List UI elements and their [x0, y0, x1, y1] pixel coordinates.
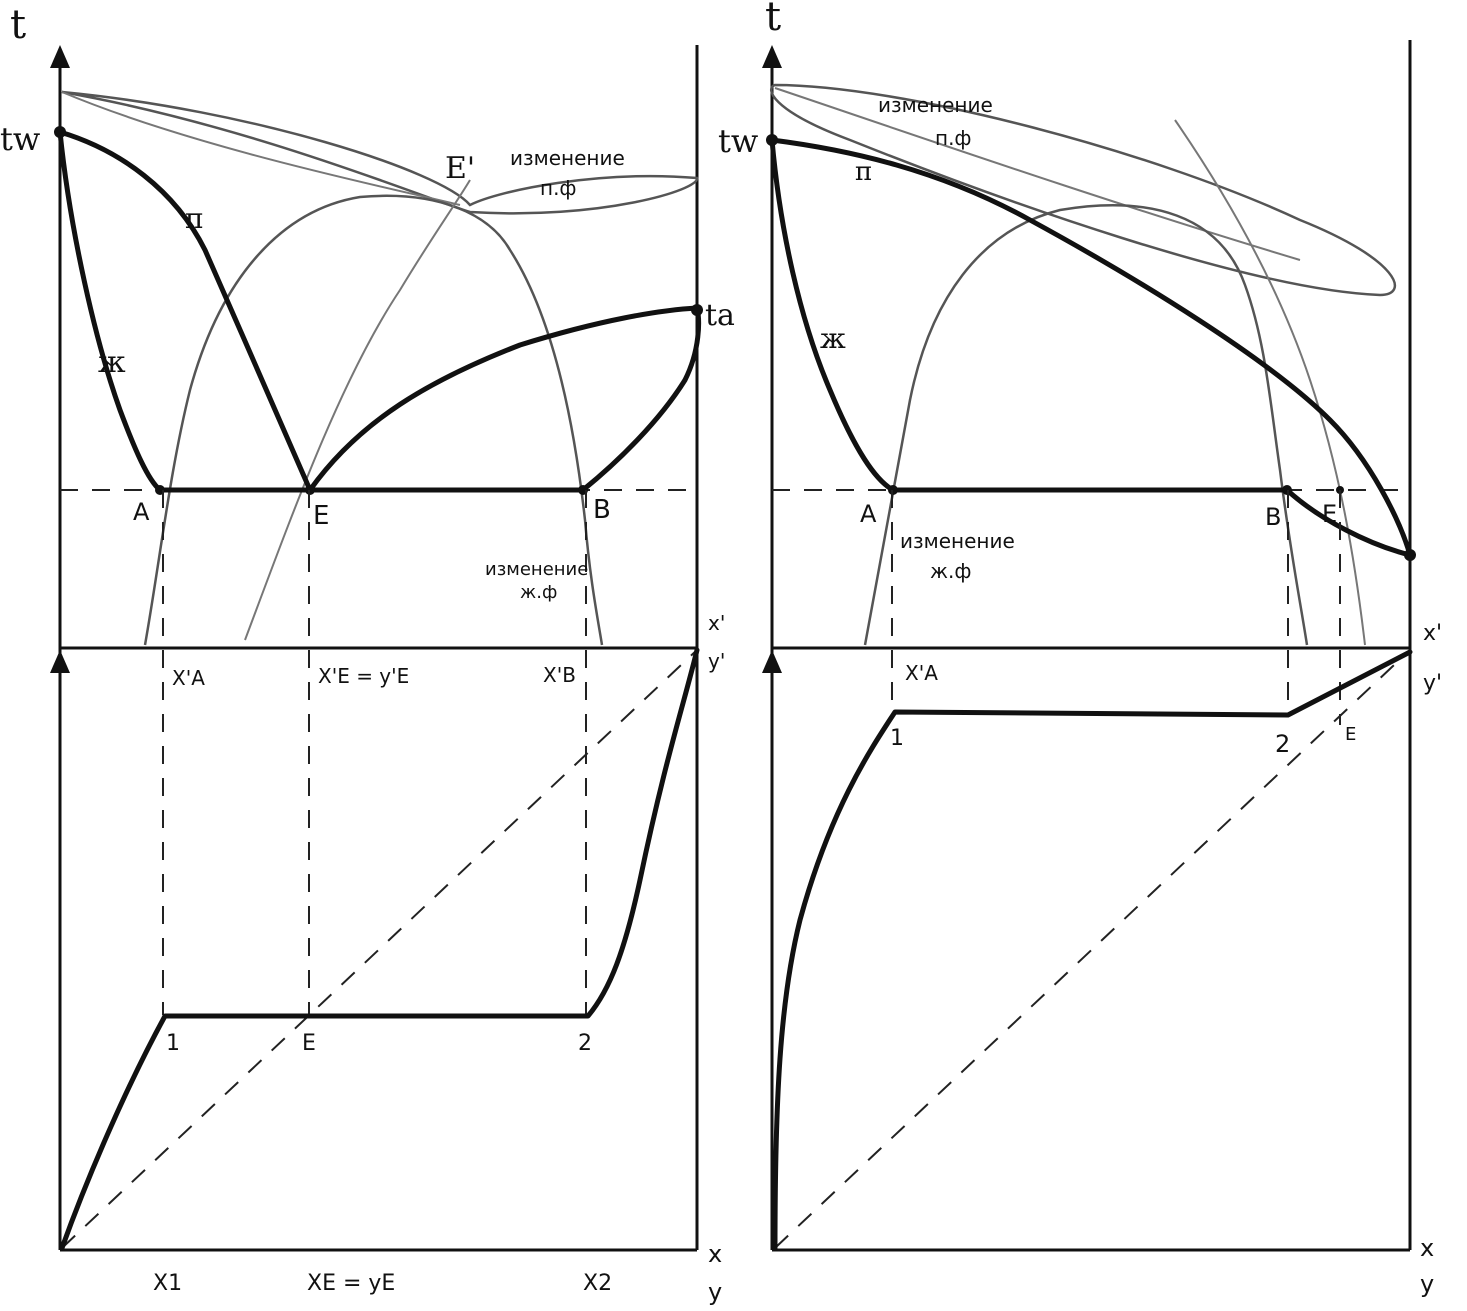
- right-t-arrow-icon: [762, 45, 782, 68]
- right-E-label: E: [1322, 500, 1337, 528]
- left-E-prime-label: E': [445, 151, 475, 186]
- right-A-label: A: [860, 500, 877, 528]
- left-vapor-ellipse: [61, 90, 699, 215]
- left-2-label: 2: [578, 1031, 592, 1056]
- right-zh-label: ж: [820, 322, 846, 355]
- left-change-zf-1: изменение: [485, 559, 588, 580]
- left-1-label: 1: [166, 1031, 180, 1056]
- right-liquid-curve: [769, 137, 896, 493]
- left-equilibrium-curve: [59, 647, 700, 1251]
- right-x-axis-label: x: [1420, 1234, 1434, 1262]
- left-change-zf-2: ж.ф: [520, 582, 557, 603]
- right-vapor-line: [774, 87, 1301, 261]
- left-t-arrow-icon: [50, 45, 70, 68]
- left-xA-label: X'A: [172, 666, 205, 690]
- right-y-arrow-icon: [762, 650, 782, 673]
- left-x1-label: x': [708, 611, 725, 635]
- right-E-line: [1174, 119, 1366, 646]
- right-x1-label: x': [1423, 621, 1442, 646]
- left-x-axis-label: x: [708, 1240, 722, 1268]
- right-binodal-dome: [863, 204, 1309, 646]
- left-vapor-curve: [57, 129, 313, 493]
- left-ta-label: ta: [705, 298, 735, 333]
- left-liquid-curve: [57, 129, 163, 493]
- right-tw-point: [766, 134, 778, 146]
- right-B-curve: [1284, 487, 1413, 558]
- right-E-low-label: E: [1345, 724, 1356, 745]
- right-diagram: t tw ж п изменение п.ф изменение ж.ф A B…: [718, 0, 1442, 1298]
- left-E-ta-curve: [307, 305, 700, 493]
- left-E-prime-line: [244, 179, 471, 641]
- right-change-zf-2: ж.ф: [930, 559, 971, 583]
- left-binodal-dome: [143, 194, 604, 646]
- left-xE-bottom-label: XE = yE: [307, 1271, 395, 1296]
- left-B-label: B: [593, 495, 611, 525]
- left-B-ta-curve: [580, 305, 702, 493]
- left-xE-label: X'E = y'E: [318, 664, 409, 688]
- right-change-pf-2: п.ф: [935, 126, 972, 150]
- right-2-label: 2: [1275, 730, 1290, 758]
- right-B-label: B: [1265, 503, 1281, 531]
- left-diagram: t tw ta ж п E' изменение п.ф изменение ж…: [0, 2, 735, 1306]
- left-vapor-line: [61, 91, 461, 206]
- left-xB-label: X'B: [543, 663, 576, 687]
- right-change-pf-1: изменение: [878, 93, 993, 117]
- right-1-label: 1: [890, 726, 904, 751]
- left-diagonal: [61, 649, 698, 1249]
- right-y-axis-label: y: [1420, 1270, 1434, 1298]
- right-equilibrium-curve: [772, 649, 1413, 1251]
- right-xA-label: X'A: [905, 661, 938, 685]
- right-tw-label: tw: [718, 122, 758, 160]
- left-change-pf-2: п.ф: [540, 176, 577, 200]
- right-p-label: п: [855, 157, 872, 187]
- left-t-label: t: [10, 2, 26, 48]
- left-x2-bottom-label: X2: [583, 1271, 612, 1296]
- left-y-arrow-icon: [50, 650, 70, 673]
- right-end-point: [1404, 549, 1416, 561]
- left-y1-label: y': [708, 649, 725, 673]
- right-t-label: t: [765, 0, 781, 40]
- left-A-label: A: [133, 498, 150, 526]
- right-y1-label: y': [1423, 671, 1442, 696]
- right-vapor-ellipse: [770, 83, 1397, 297]
- left-y-axis-label: y: [708, 1278, 722, 1306]
- right-diagonal: [774, 649, 1411, 1249]
- left-zh-label: ж: [98, 345, 126, 380]
- left-tw-point: [54, 126, 66, 138]
- left-tw-label: tw: [0, 120, 40, 158]
- left-E-low-label: E: [302, 1031, 316, 1056]
- right-change-zf-1: изменение: [900, 529, 1015, 553]
- left-p-label: п: [185, 202, 204, 235]
- left-ta-point: [691, 304, 703, 316]
- left-E-label: E: [313, 501, 329, 531]
- right-vapor-curve: [769, 137, 1413, 558]
- left-x1-bottom-label: X1: [153, 1271, 182, 1296]
- left-change-pf-1: изменение: [510, 146, 625, 170]
